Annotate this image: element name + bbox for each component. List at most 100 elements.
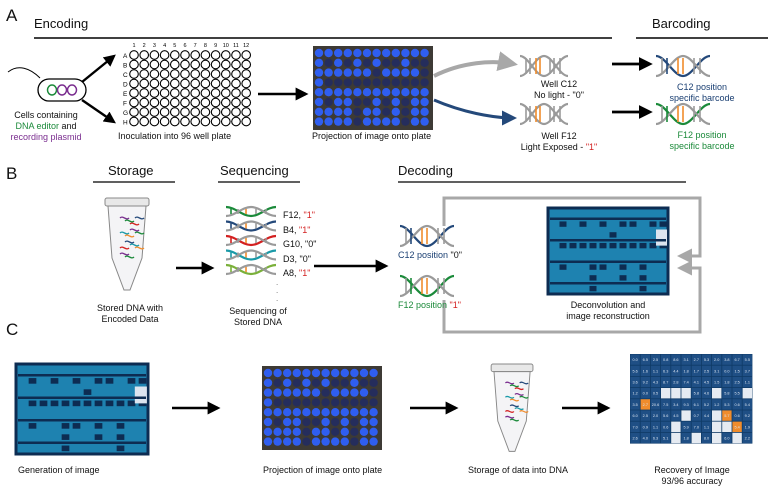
heatmap-value: 4.5 (704, 381, 709, 385)
heatmap-cell (712, 410, 722, 421)
heatmap-cell (722, 376, 732, 388)
projected-well (311, 417, 321, 427)
heatmap-cell (661, 365, 671, 376)
cell-to-plate-arrow-down (81, 99, 116, 124)
bac-pixel (559, 242, 567, 249)
decode-helix-f12 (399, 274, 455, 298)
heatmap-cell (640, 410, 650, 421)
bac-frame (546, 206, 670, 296)
heatmap-cell (640, 376, 650, 388)
plate-well (139, 88, 150, 98)
projected-well (382, 88, 391, 97)
heatmap-value: 5.4 (745, 403, 750, 407)
dna-helix-c12 (519, 54, 569, 78)
cells-caption-and: and (59, 121, 77, 131)
projected-well (410, 68, 420, 77)
bac-pixel (569, 242, 577, 249)
projected-well (283, 417, 292, 427)
plate-well (231, 97, 241, 108)
projected-well (343, 48, 352, 58)
sequence-result-list: F12, "1"B4, "1"G10, "0"D3, "0"A8, "1" (283, 210, 316, 283)
storage-tube-c (490, 363, 534, 452)
sequence-result-row: F12, "1" (283, 210, 316, 225)
plate-well (159, 88, 170, 98)
projected-well (263, 368, 273, 378)
bac-pixel (127, 378, 136, 384)
plate-well (169, 116, 180, 127)
heatmap-cell (732, 421, 742, 432)
plate-well (200, 50, 211, 60)
projected-well (350, 408, 359, 417)
decode-f12-label: F12 position "1" (398, 300, 461, 311)
helix-strand (225, 220, 277, 232)
heatmap-value: 4.0 (643, 437, 648, 441)
heatmap-cell (701, 410, 712, 421)
projected-well (334, 107, 343, 117)
projected-well (321, 378, 330, 387)
sequencing-header: Sequencing (220, 163, 289, 178)
heatmap-cell (661, 432, 671, 444)
heatmap-cell (630, 388, 640, 399)
projected-well (372, 107, 381, 117)
heatmap-value: 7.5 (663, 403, 668, 407)
heatmap-cell (661, 399, 671, 410)
projected-well (334, 97, 343, 107)
heatmap-value: 6.1 (694, 403, 699, 407)
sequence-helix (225, 205, 277, 218)
heatmap-value: 2.0 (714, 358, 719, 362)
plate-well (190, 59, 201, 70)
cells-caption-plasmid: recording plasmid (10, 132, 82, 142)
bac-pixel (83, 400, 92, 407)
heatmap-cell (732, 354, 742, 365)
projected-well (362, 117, 372, 126)
projected-well (273, 378, 282, 387)
heatmap-value: 2.5 (643, 414, 648, 418)
plate-well (129, 88, 139, 98)
projected-well (353, 78, 362, 87)
heatmap-cell (701, 354, 712, 365)
heatmap-value: 0.5 (653, 392, 658, 396)
heatmap-cell (691, 410, 701, 421)
projected-well (324, 58, 333, 67)
sequencing-caption: Sequencing of Stored DNA (212, 306, 304, 328)
projected-well (372, 68, 381, 77)
projected-well (420, 88, 429, 97)
plate-col-label: 6 (183, 43, 186, 49)
projected-well (401, 78, 410, 87)
plate-well (129, 107, 139, 117)
plate-well (149, 59, 160, 70)
projected-well (340, 437, 349, 446)
bac-pixel (619, 264, 627, 270)
plate-well (159, 107, 170, 117)
heatmap-value: 1.2 (714, 403, 719, 407)
plate-well (129, 97, 139, 108)
projected-plate-top (313, 46, 433, 130)
bac-frame (14, 362, 150, 456)
projected-well (292, 378, 301, 387)
recovery-l1: Recovery of Image (654, 465, 730, 475)
helix-strand (225, 205, 277, 218)
heatmap-value: 8.6 (673, 358, 678, 362)
plate-well (139, 116, 150, 127)
decode-c12-pre: C12 position (398, 250, 451, 260)
plate-well (220, 50, 231, 60)
projected-well (302, 378, 311, 387)
heatmap-value: 0.0 (643, 392, 648, 396)
projected-well (410, 117, 420, 126)
projected-well (382, 58, 391, 67)
heatmap-cell (701, 421, 712, 432)
heatmap-cell (650, 354, 661, 365)
projected-well (263, 378, 273, 387)
well-c12-title: Well C12 (540, 79, 578, 89)
projected-well (343, 107, 352, 117)
plate-row-label: H (123, 120, 128, 127)
helix-strand (399, 224, 455, 248)
projected-well (314, 97, 324, 107)
plate-well (159, 69, 170, 79)
projected-well (410, 78, 420, 87)
projected-well (343, 58, 352, 67)
sequence-result-row: D3, "0" (283, 254, 316, 269)
sequence-helix (225, 249, 277, 261)
plate-well (129, 59, 139, 70)
plate-col-label: 1 (132, 43, 135, 49)
